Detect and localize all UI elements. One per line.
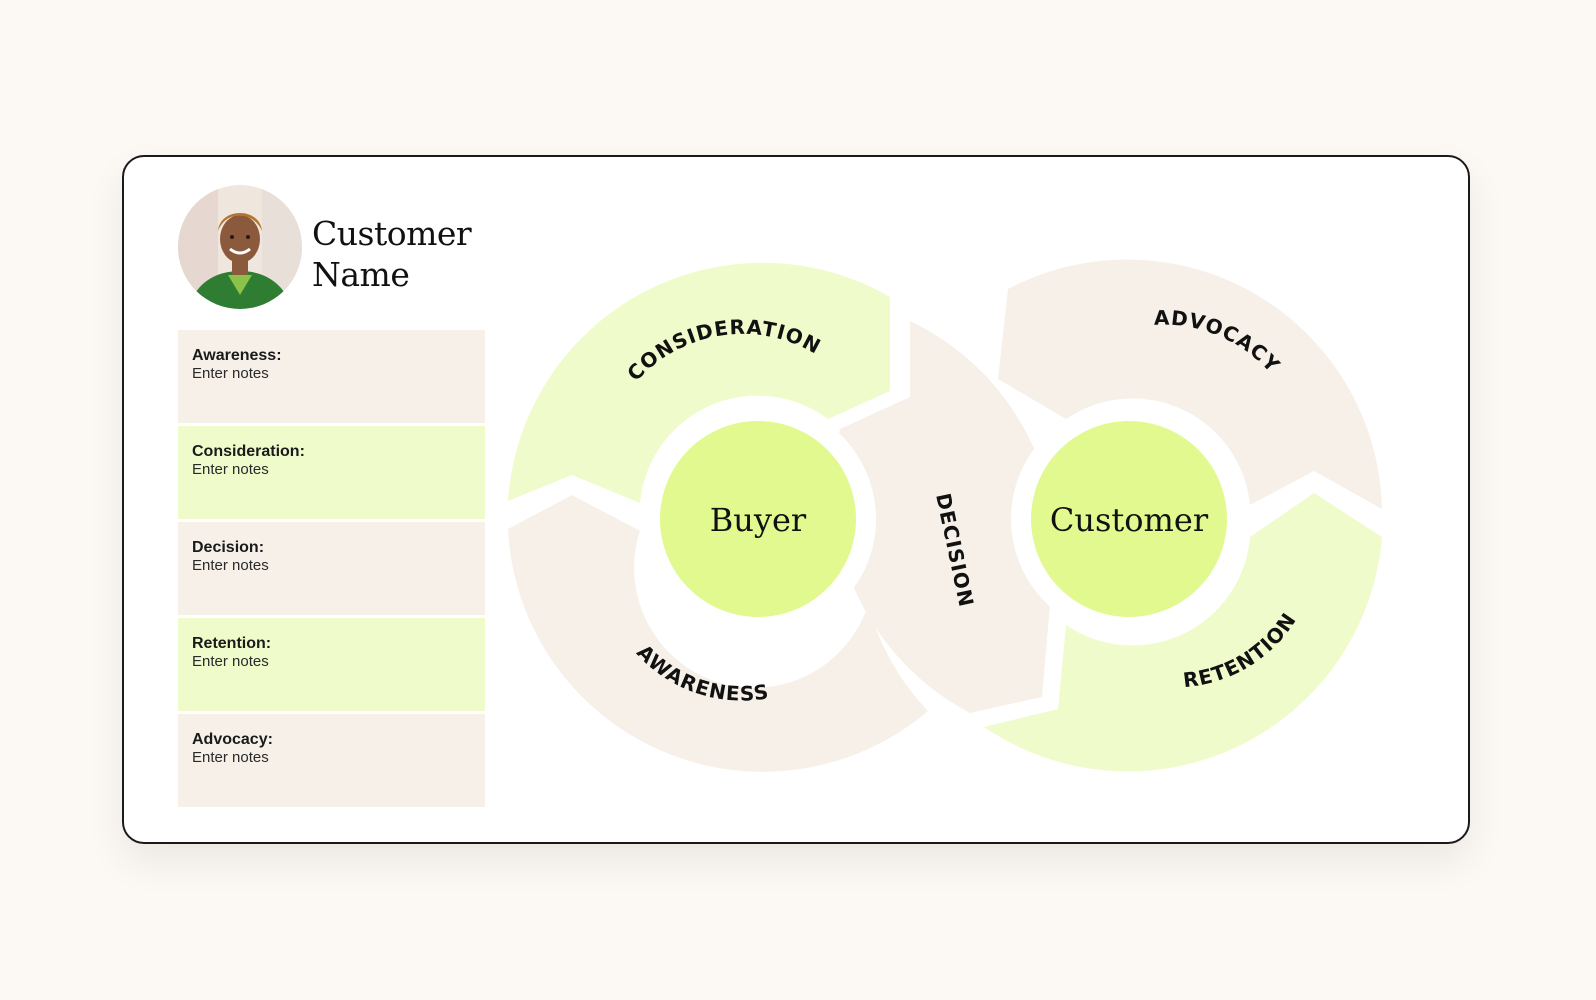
decision-segment — [833, 321, 1056, 713]
buyer-label: Buyer — [710, 501, 807, 539]
journey-card: Customer Name Awareness: Enter notes Con… — [122, 155, 1470, 844]
note-label: Advocacy: — [192, 731, 273, 748]
note-value[interactable]: Enter notes — [192, 653, 269, 670]
person-photo-icon — [178, 185, 302, 309]
note-label: Consideration: — [192, 443, 305, 460]
customer-hub — [1031, 421, 1227, 617]
retention-segment — [984, 493, 1382, 772]
consideration-segment — [508, 262, 890, 503]
customer-name: Customer Name — [312, 214, 472, 294]
note-advocacy[interactable]: Advocacy: Enter notes — [178, 714, 485, 807]
note-value[interactable]: Enter notes — [192, 461, 269, 478]
note-decision[interactable]: Decision: Enter notes — [178, 522, 485, 615]
note-label: Decision: — [192, 539, 265, 556]
note-label: Retention: — [192, 635, 272, 652]
customer-label: Customer — [1050, 501, 1209, 539]
note-value[interactable]: Enter notes — [192, 749, 269, 766]
awareness-segment — [508, 495, 928, 772]
note-label: Awareness: — [192, 347, 282, 364]
buyer-hub — [660, 421, 856, 617]
note-value[interactable]: Enter notes — [192, 557, 269, 574]
journey-loop-diagram: Buyer Customer CONSIDERATION AWARENESS A… — [508, 259, 1382, 772]
note-awareness[interactable]: Awareness: Enter notes — [178, 330, 485, 423]
notes-list: Awareness: Enter notes Consideration: En… — [178, 330, 485, 810]
note-value[interactable]: Enter notes — [192, 365, 269, 382]
advocacy-segment — [998, 259, 1382, 509]
note-retention[interactable]: Retention: Enter notes — [178, 618, 485, 711]
note-consideration[interactable]: Consideration: Enter notes — [178, 426, 485, 519]
customer-avatar — [178, 185, 302, 309]
